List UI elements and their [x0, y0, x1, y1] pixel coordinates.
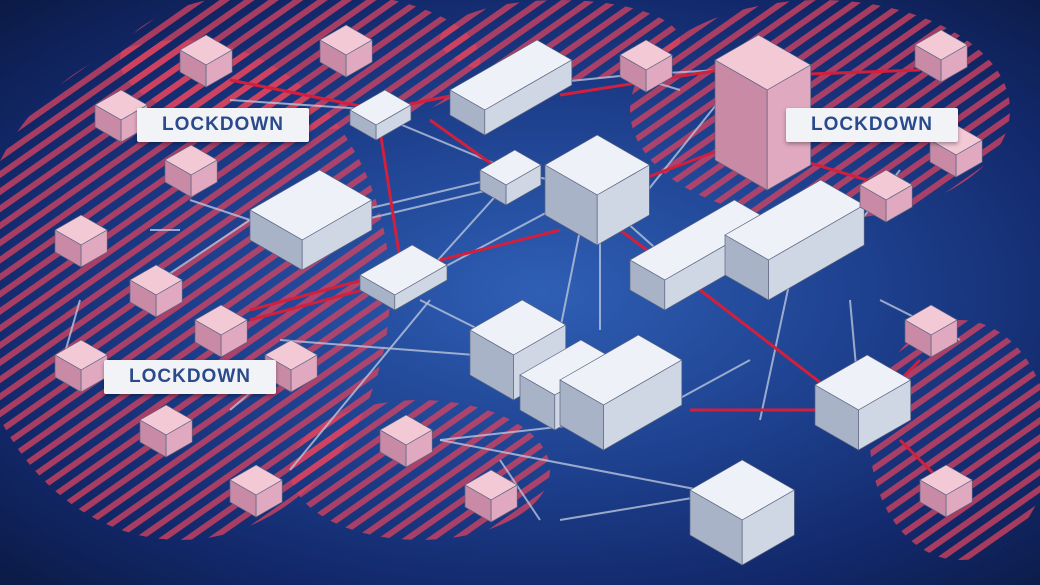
lockdown-link — [229, 78, 381, 112]
lockdown-label-bottom-left: LOCKDOWN — [104, 360, 276, 394]
house — [194, 304, 248, 358]
house — [319, 24, 373, 78]
wall-right — [165, 419, 193, 458]
factory-building — [724, 179, 865, 301]
warehouse-building — [449, 39, 573, 136]
chapel-building — [689, 459, 796, 566]
house — [164, 144, 218, 198]
house — [619, 39, 673, 93]
wall-right — [505, 164, 542, 206]
wall-right — [394, 264, 448, 311]
lockdown-link — [439, 228, 561, 262]
wall-right — [768, 204, 865, 301]
house — [54, 214, 108, 268]
church-building — [814, 354, 912, 451]
wall-right — [930, 319, 958, 358]
house — [229, 464, 283, 518]
house — [139, 404, 193, 458]
wall-right — [858, 379, 912, 451]
apartment-building — [544, 134, 651, 246]
lockdown-zone — [290, 400, 550, 540]
wall-right — [345, 39, 373, 78]
wall-right — [220, 319, 248, 358]
wall-right — [155, 279, 183, 318]
wall-right — [603, 359, 683, 451]
wall-right — [290, 354, 318, 393]
network-link — [559, 229, 581, 331]
store-building — [559, 334, 683, 451]
gas-station-building — [359, 244, 448, 311]
wall-right — [596, 164, 650, 246]
wall-right — [490, 484, 518, 523]
house — [379, 414, 433, 468]
house — [179, 34, 233, 88]
house — [914, 29, 968, 83]
wall-right — [301, 199, 373, 271]
house — [54, 339, 108, 393]
lockdown-link — [639, 148, 721, 182]
shop-building — [479, 149, 542, 206]
network-link — [759, 279, 791, 421]
network-link — [159, 219, 251, 281]
wall-right — [741, 489, 795, 566]
gas-station-building — [349, 89, 412, 141]
house — [919, 464, 973, 518]
wall-right — [80, 229, 108, 268]
network-link — [499, 459, 541, 521]
wall-right — [484, 59, 573, 136]
wall-right — [405, 429, 433, 468]
network-link — [289, 299, 431, 471]
lockdown-label-top-left: LOCKDOWN — [137, 108, 309, 142]
wall-right — [945, 479, 973, 518]
lockdown-zone — [870, 320, 1040, 560]
tower-building — [714, 34, 812, 191]
wall-right — [190, 159, 218, 198]
wall-right — [255, 479, 283, 518]
lockdown-link — [699, 288, 831, 392]
lockdown-link — [378, 129, 402, 261]
wall-right — [645, 54, 673, 93]
house — [859, 169, 913, 223]
lockdown-link — [429, 118, 501, 172]
lockdown-zone — [0, 40, 390, 540]
wall-right — [885, 184, 913, 223]
network-link — [439, 439, 701, 491]
house — [129, 264, 183, 318]
house — [904, 304, 958, 358]
lockdown-label-top-right: LOCKDOWN — [786, 108, 958, 142]
network-link — [189, 199, 251, 221]
wall-right — [955, 139, 983, 178]
wall-right — [940, 44, 968, 83]
solar-roof-building — [249, 169, 373, 271]
house — [464, 469, 518, 523]
wall-right — [375, 104, 412, 141]
wall-right — [205, 49, 233, 88]
network-link — [639, 99, 721, 201]
